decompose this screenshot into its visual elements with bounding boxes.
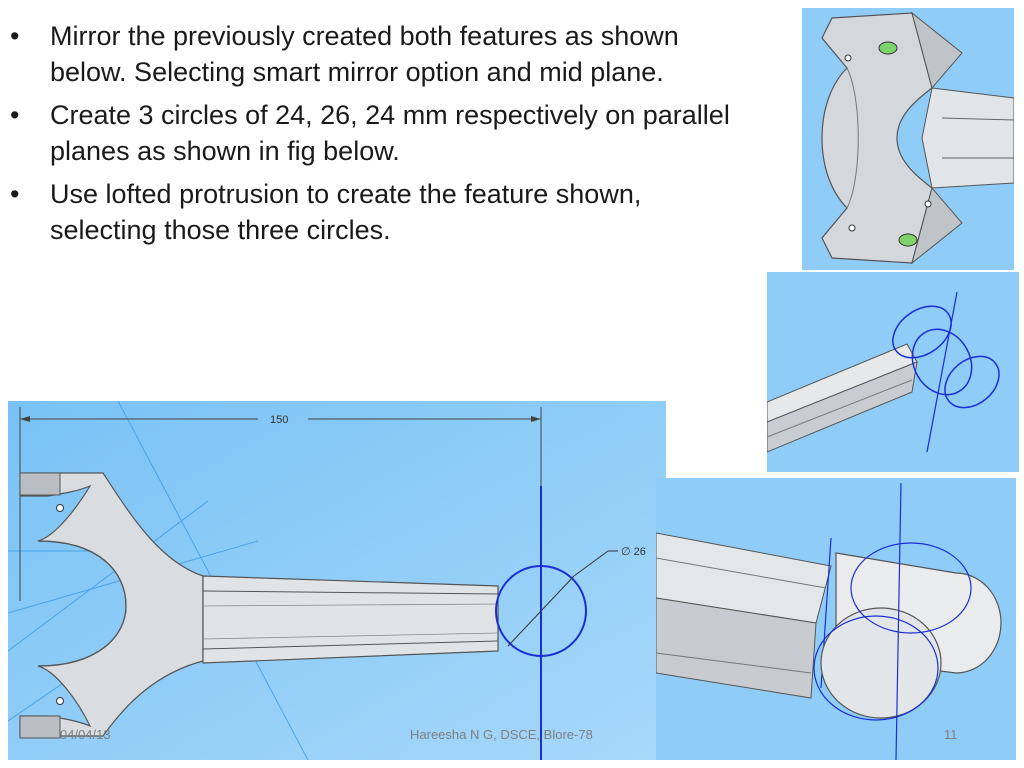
bullet-text: Use lofted protrusion to create the feat… bbox=[50, 179, 642, 245]
sketch-figure: 150 ∅ 26 bbox=[8, 401, 666, 760]
bullet-item: • Mirror the previously created both feat… bbox=[8, 18, 738, 90]
footer-date: 04/04/13 bbox=[60, 727, 111, 742]
mirrored-part-figure bbox=[802, 8, 1014, 270]
dimension-diameter-label: ∅ 26 bbox=[621, 546, 646, 558]
bullet-text: Create 3 circles of 24, 26, 24 mm respec… bbox=[50, 100, 730, 166]
footer-page-number: 11 bbox=[944, 727, 958, 742]
bullet-text: Mirror the previously created both featu… bbox=[50, 21, 679, 87]
bullet-list: • Mirror the previously created both feat… bbox=[8, 18, 738, 255]
bullet-item: • Use lofted protrusion to create the fea… bbox=[8, 176, 738, 248]
three-circles-figure bbox=[767, 272, 1019, 472]
bullet-item: • Create 3 circles of 24, 26, 24 mm respe… bbox=[8, 97, 738, 169]
dimension-length-label: 150 bbox=[270, 414, 288, 426]
footer-author: Hareesha N G, DSCE, Blore-78 bbox=[410, 727, 593, 742]
bullet-dot: • bbox=[10, 179, 20, 209]
bullet-dot: • bbox=[10, 21, 20, 51]
lofted-feature-figure bbox=[656, 478, 1016, 760]
bullet-dot: • bbox=[10, 100, 20, 130]
